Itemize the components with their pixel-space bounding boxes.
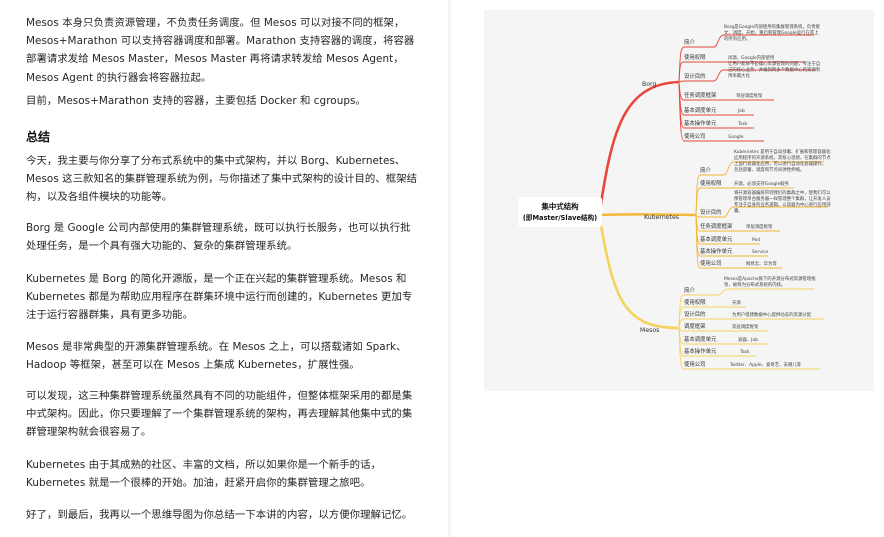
mesos-jianjie-v1: Mesos是Apache旗下的开源分布式资源管理框 — [724, 275, 816, 282]
mesos-jianjie: 简介 — [684, 286, 695, 294]
k8s-sheji-v2: 像管理单台服务器一样管理整个集群，让开发人员 — [734, 195, 831, 202]
kubernetes-connectors — [695, 161, 828, 269]
k8s-diaodu: 基本调度单元 — [700, 235, 733, 243]
borg-renwu-v: 单层调度框架 — [736, 92, 763, 99]
k8s-caozuo: 基本操作单元 — [700, 247, 733, 255]
paragraph-comparison: 可以发现，这三种集群管理系统虽然具有不同的功能组件，但整体框架采用的都是集中式架… — [26, 390, 413, 439]
branch-line-borg — [598, 80, 680, 211]
borg-jianjie-v1: Borg是Google内部使用的集群管理系统，负责接 — [724, 23, 821, 30]
branch-label-borg: Borg — [642, 81, 656, 88]
k8s-caozuo-v: Service — [752, 249, 769, 255]
mesos-caozuo: 基本操作单元 — [684, 347, 717, 355]
borg-caozuo-v: Task — [737, 121, 748, 127]
k8s-gongsi: 使用公司 — [700, 259, 722, 267]
mesos-connectors — [678, 288, 824, 370]
paragraph-borg: Borg 是 Google 公司内部使用的集群管理系统，既可以执行长服务，也可以… — [26, 222, 411, 253]
mindmap-image: 集中式结构 (即Master/Slave结构) Borg 简介 Borg是Goo… — [484, 10, 874, 391]
center-node-subtitle: (即Master/Slave结构) — [523, 213, 597, 222]
mesos-shiyong-v: 开源 — [732, 299, 741, 306]
borg-diaodu-v: Job — [737, 108, 745, 114]
k8s-shiyong: 使用权限 — [700, 179, 722, 187]
mesos-diaodu: 基本调度单元 — [684, 335, 717, 343]
mesos-renwu-v: 双层调度框架 — [732, 323, 759, 330]
borg-jianjie-v2: 文、调度、开始、重启和管理Google运行在其上 — [724, 29, 819, 36]
mesos-jianjie-v2: 架，被称为分布式系统的内核。 — [724, 281, 785, 288]
borg-shiyong: 使用权限 — [684, 53, 706, 61]
branch-label-mesos: Mesos — [640, 327, 659, 334]
borg-sheji-v3: 用率最大化 — [728, 72, 751, 79]
mesos-gongsi: 使用公司 — [684, 360, 706, 368]
borg-caozuo: 基本操作单元 — [684, 119, 717, 127]
k8s-jianjie-v3: 上运行容器化应用，可以进行自动化容器操作， — [734, 160, 826, 167]
column-divider — [448, 0, 451, 537]
k8s-diaodu-v: Pod — [752, 237, 760, 243]
branch-label-kubernetes: Kubernetes — [644, 214, 679, 221]
paragraph-closing: 好了，到最后，我再以一个思维导图为你总结一下本讲的内容，以方便你理解记忆。 — [26, 509, 413, 521]
borg-sheji-v2: 己的核心业务，并做到跨多个数据中心的资源利 — [728, 66, 820, 73]
article-column: Mesos 本身只负责资源管理，不负责任务调度。但 Mesos 可以对接不同的框… — [26, 17, 418, 521]
paragraph-summary-intro: 今天，我主要与你分享了分布式系统中的集中式架构，并以 Borg、Kubernet… — [26, 155, 418, 204]
paragraph-kubernetes: Kubernetes 是 Borg 的简化开源版，是一个正在兴起的集群管理系统。… — [26, 273, 413, 322]
k8s-jianjie-v1: Kubernetes 是用于自动部署、扩展和管理容器化 — [734, 148, 831, 155]
center-node — [518, 197, 602, 227]
mesos-caozuo-v: Task — [739, 349, 750, 355]
borg-sheji-v1: 让用户能够不必操心资源管理的问题，专注于自 — [728, 60, 820, 67]
paragraph-kubernetes-recommend: Kubernetes 由于其成熟的社区、丰富的文档，所以如果你是一个新手的话，K… — [26, 459, 382, 490]
mindmap-svg: 集中式结构 (即Master/Slave结构) Borg 简介 Borg是Goo… — [518, 23, 831, 370]
borg-renwu: 任务调度框架 — [684, 91, 717, 99]
k8s-renwu-v: 单层调度框架 — [746, 223, 773, 230]
k8s-shiyong-v: 开源，必须支持Google服务 — [734, 180, 790, 187]
borg-gongsi: 使用公司 — [684, 132, 706, 140]
k8s-sheji-v4: 署。 — [734, 208, 743, 214]
borg-jianjie: 简介 — [684, 38, 695, 46]
center-node-title: 集中式结构 — [541, 202, 580, 211]
summary-heading: 总结 — [26, 130, 51, 144]
k8s-jianjie-v4: 包括部署、调度和节点间弹性伸缩。 — [734, 166, 804, 173]
k8s-sheji-v3: 专注于自身的业务逻辑，以容器为中心进行应用部 — [734, 201, 831, 208]
mesos-shiyong: 使用权限 — [684, 298, 706, 306]
borg-shiyong-v: 闭源，Google内部使用 — [728, 54, 774, 61]
k8s-jianjie: 简介 — [700, 166, 711, 174]
paragraph-mesos-intro: Mesos 本身只负责资源管理，不负责任务调度。但 Mesos 可以对接不同的框… — [26, 17, 415, 84]
borg-sheji: 设计目的 — [684, 72, 706, 80]
mesos-diaodu-v: 容器、Job — [738, 336, 758, 343]
borg-jianjie-v3: 的所有应用。 — [724, 35, 750, 42]
paragraph-mesos-containers: 目前，Mesos+Marathon 支持的容器，主要包括 Docker 和 cg… — [26, 95, 366, 107]
k8s-gongsi-v: 网易云、华为等 — [746, 260, 777, 267]
branch-line-kubernetes — [599, 212, 697, 217]
borg-connectors — [678, 34, 816, 142]
paragraph-mesos: Mesos 是非常典型的开源集群管理系统。在 Mesos 之上，可以搭载诸如 S… — [26, 341, 407, 372]
branch-line-mesos — [598, 219, 680, 330]
k8s-sheji-v1: 将开源容器编排带到我们的集群之中，使我们可以 — [734, 189, 831, 196]
mesos-renwu: 调度框架 — [684, 322, 706, 330]
mesos-sheji-v: 为用户搭建数据中心提供动态的资源分配 — [732, 311, 812, 318]
borg-diaodu: 基本调度单元 — [684, 106, 717, 114]
k8s-sheji: 设计目的 — [700, 208, 722, 216]
k8s-jianjie-v2: 应用程序的开源系统，其核心思想，在集群的节点 — [734, 154, 831, 161]
k8s-renwu: 任务调度框架 — [700, 222, 733, 230]
borg-gongsi-v: Google — [728, 134, 744, 140]
mesos-sheji: 设计目的 — [684, 310, 706, 318]
mesos-gongsi-v: Twitter、Apple、爱奇艺、去哪儿等 — [729, 361, 802, 368]
